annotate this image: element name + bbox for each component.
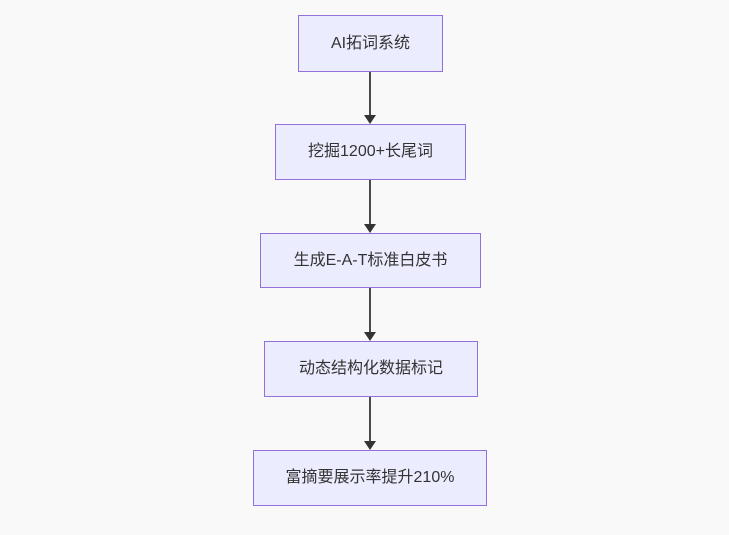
flow-arrow-1 <box>364 72 376 124</box>
arrow-line <box>369 180 371 224</box>
flow-node-label: AI拓词系统 <box>330 34 411 52</box>
flow-node-eat-whitepaper: 生成E-A-T标准白皮书 <box>260 233 481 288</box>
flow-node-label: 挖掘1200+长尾词 <box>308 143 433 161</box>
flow-node-ai-word-system: AI拓词系统 <box>298 15 443 72</box>
flow-node-longtail-mining: 挖掘1200+长尾词 <box>275 124 466 180</box>
flow-arrow-2 <box>364 180 376 233</box>
arrow-down-icon <box>364 115 376 124</box>
flow-arrow-3 <box>364 288 376 341</box>
flow-node-label: 富摘要展示率提升210% <box>285 469 455 487</box>
flow-arrow-4 <box>364 397 376 450</box>
flow-node-structured-data: 动态结构化数据标记 <box>264 341 478 397</box>
flow-node-label: 动态结构化数据标记 <box>298 360 443 378</box>
flow-node-rich-snippet-result: 富摘要展示率提升210% <box>253 450 487 506</box>
arrow-down-icon <box>364 224 376 233</box>
arrow-line <box>369 288 371 332</box>
arrow-line <box>369 72 371 115</box>
arrow-down-icon <box>364 441 376 450</box>
arrow-line <box>369 397 371 441</box>
flow-node-label: 生成E-A-T标准白皮书 <box>293 251 448 269</box>
arrow-down-icon <box>364 332 376 341</box>
